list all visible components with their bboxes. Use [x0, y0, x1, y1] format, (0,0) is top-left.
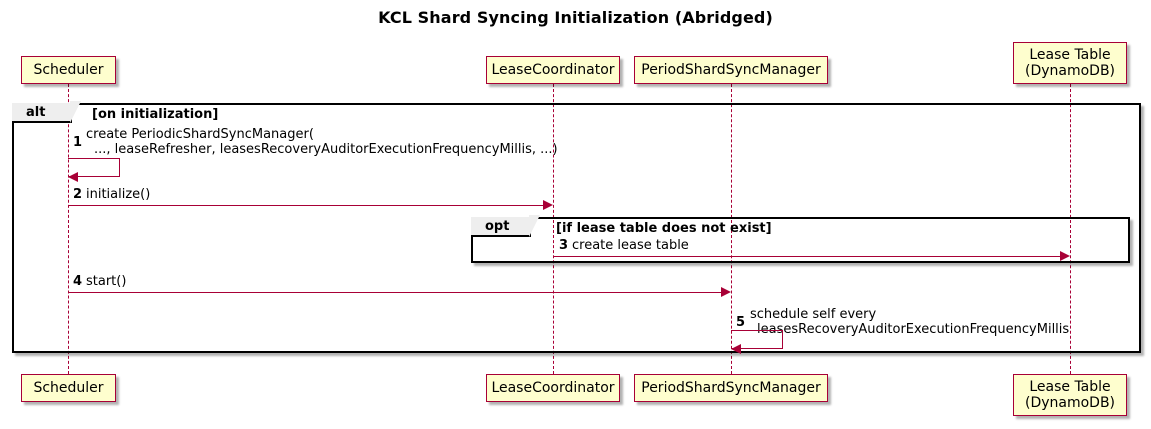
message-4-number: 4	[73, 274, 83, 289]
message-2-number: 2	[73, 187, 83, 202]
participant-label: PeriodShardSyncManager	[641, 62, 821, 78]
message-5-number: 5	[736, 315, 746, 330]
message-4-arrowhead	[721, 287, 731, 297]
message-1-label-line2: ..., leaseRefresher, leasesRecoveryAudit…	[94, 142, 558, 157]
message-2-line	[68, 205, 544, 206]
message-3-number: 3	[559, 238, 569, 253]
participant-scheduler-bottom[interactable]: Scheduler	[21, 374, 116, 402]
fragment-opt-box	[471, 217, 1130, 263]
participant-label: LeaseCoordinator	[491, 380, 615, 396]
message-2-label: initialize()	[86, 187, 151, 202]
message-1-label-line1: create PeriodicShardSyncManager(	[86, 127, 314, 142]
lifeline-leasetable	[1070, 84, 1071, 374]
fragment-alt-operator-label: alt	[12, 101, 81, 123]
lifeline-periodshardsyncmanager	[731, 84, 732, 374]
participant-leasecoordinator-bottom[interactable]: LeaseCoordinator	[486, 374, 620, 402]
message-5-label-line1: schedule self every	[750, 307, 877, 322]
lifeline-leasecoordinator	[553, 84, 554, 374]
participant-leasecoordinator-top[interactable]: LeaseCoordinator	[486, 56, 620, 84]
participant-periodshardsyncmanager-top[interactable]: PeriodShardSyncManager	[634, 56, 828, 84]
fragment-opt-operator-text: opt	[485, 218, 510, 234]
message-3-arrowhead	[1060, 251, 1070, 261]
message-5-label-line2: leasesRecoveryAuditorExecutionFrequencyM…	[757, 322, 1070, 337]
participant-label: LeaseCoordinator	[491, 62, 615, 78]
fragment-opt-operator-label: opt	[471, 215, 540, 237]
message-1-arrowhead	[68, 172, 78, 182]
participant-label: Scheduler	[33, 380, 104, 396]
fragment-alt-condition: [on initialization]	[92, 107, 219, 122]
lifeline-scheduler	[68, 84, 69, 374]
message-2-arrowhead	[543, 200, 553, 210]
fragment-alt-operator-text: alt	[26, 104, 46, 120]
diagram-title: KCL Shard Syncing Initialization (Abridg…	[378, 8, 773, 27]
participant-label: PeriodShardSyncManager	[641, 380, 821, 396]
message-5-self-loop	[731, 330, 783, 349]
participant-label: Scheduler	[33, 62, 104, 78]
message-4-label: start()	[86, 274, 127, 289]
participant-label: Lease Table (DynamoDB)	[1024, 379, 1116, 411]
fragment-alt-box	[12, 103, 1141, 353]
participant-label: Lease Table (DynamoDB)	[1024, 47, 1116, 79]
message-3-label: create lease table	[572, 238, 689, 253]
message-1-number: 1	[73, 135, 83, 150]
message-5-arrowhead	[731, 344, 741, 354]
participant-leasetable-top[interactable]: Lease Table (DynamoDB)	[1013, 42, 1127, 84]
participant-scheduler-top[interactable]: Scheduler	[21, 56, 116, 84]
message-3-line	[553, 256, 1061, 257]
fragment-opt-condition: [if lease table does not exist]	[556, 221, 772, 236]
message-4-line	[68, 292, 722, 293]
participant-periodshardsyncmanager-bottom[interactable]: PeriodShardSyncManager	[634, 374, 828, 402]
participant-leasetable-bottom[interactable]: Lease Table (DynamoDB)	[1013, 374, 1127, 416]
message-1-self-loop	[68, 158, 120, 177]
